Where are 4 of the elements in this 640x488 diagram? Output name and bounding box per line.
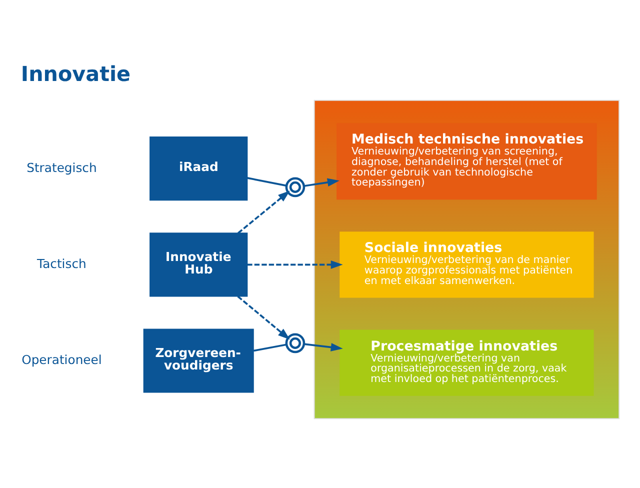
label: Tactisch xyxy=(37,256,86,271)
label: Operationeel xyxy=(22,352,102,367)
label: Strategisch xyxy=(26,160,97,175)
diagram-title: Innovatie xyxy=(20,62,131,86)
